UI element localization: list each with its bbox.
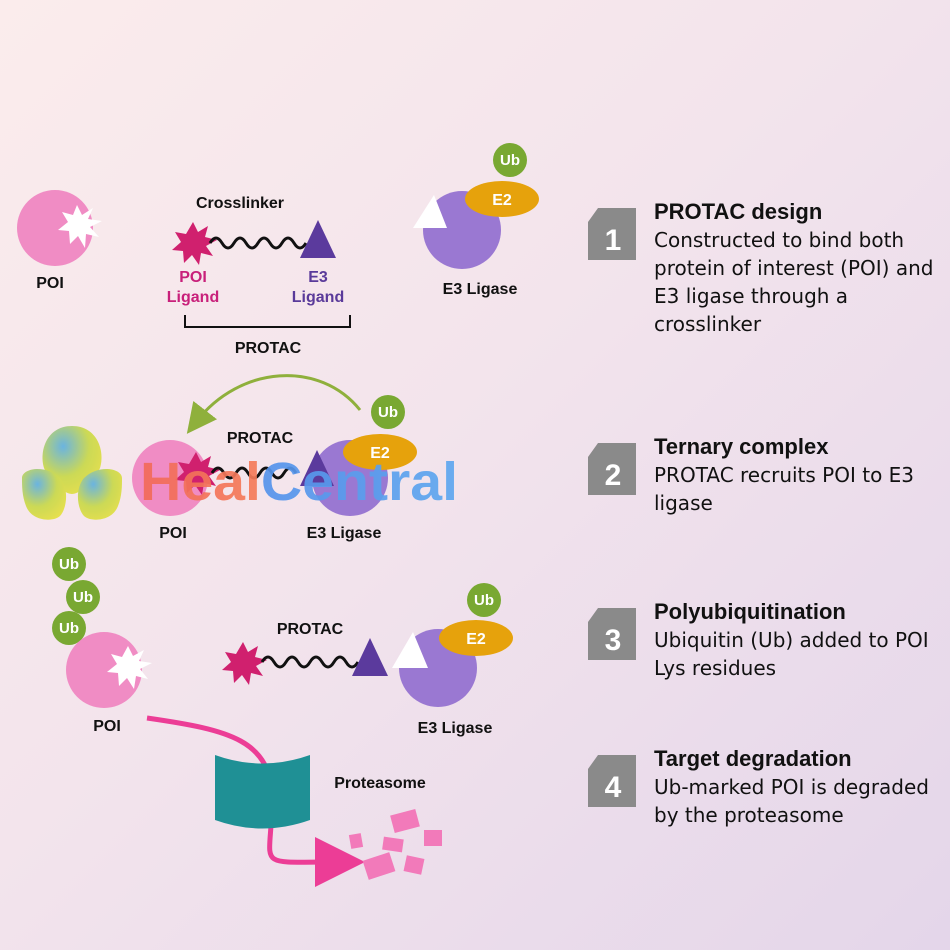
stage2: PROTAC E2 Ub POI E3 Ligase	[132, 374, 417, 542]
ub-label: Ub	[474, 592, 494, 609]
poi-ligand-label-line1: POI	[179, 269, 207, 286]
e2-enzyme	[439, 620, 513, 656]
step-text: Ternary complex PROTAC recruits POI to E…	[654, 433, 950, 517]
e3-ligase-binding-triangle	[413, 195, 447, 228]
e3-ligand-triangle	[300, 450, 334, 486]
proteasome-label: Proteasome	[334, 775, 426, 792]
step-number-icon: 1	[588, 208, 636, 260]
recruit-arrow	[186, 374, 362, 434]
step-number-icon: 2	[588, 443, 636, 495]
ub-chain-label: Ub	[59, 620, 79, 637]
e3-ligand-label-line1: E3	[308, 269, 328, 286]
protac-label: PROTAC	[235, 340, 302, 357]
ub-molecule	[467, 583, 501, 617]
peptide-fragment	[348, 833, 364, 849]
ub-chain-molecule	[52, 611, 86, 645]
poi-binding-site-star	[58, 205, 102, 248]
step-title: PROTAC design	[654, 199, 823, 224]
ub-molecule	[493, 143, 527, 177]
crosslinker-wave	[210, 466, 298, 480]
poi-protein	[17, 190, 93, 266]
e3-ligand-label-line2: Ligand	[292, 289, 344, 306]
poi-ligand-star	[172, 222, 217, 265]
svg-text:2: 2	[605, 459, 622, 492]
e3-ligand-triangle	[300, 220, 336, 258]
peptide-fragment	[424, 830, 442, 846]
svg-text:4: 4	[605, 771, 622, 804]
step-number-icon: 3	[588, 608, 636, 660]
ub-chain-label: Ub	[73, 589, 93, 606]
stage3: Ub Ub Ub POI PROTAC E2 Ub E3 Ligase Prot…	[52, 547, 513, 888]
protac-bracket	[184, 315, 351, 328]
peptide-fragment	[382, 836, 404, 853]
poi-binding-site-star	[107, 646, 152, 689]
protac-label: PROTAC	[227, 430, 294, 447]
proteasome	[215, 755, 310, 829]
e3-ligase-label: E3 Ligase	[418, 720, 493, 737]
step-description: PROTAC recruits POI to E3 ligase	[654, 463, 915, 515]
step-description: Ub-marked POI is degraded by the proteas…	[654, 775, 929, 827]
poi-label: POI	[159, 525, 187, 542]
e2-label: E2	[370, 445, 390, 462]
crosslinker-wave	[260, 655, 360, 669]
e2-label: E2	[466, 631, 486, 648]
crosslinker-label: Crosslinker	[196, 195, 284, 212]
step-description: Ubiquitin (Ub) added to POI Lys residues	[654, 628, 929, 680]
step-text: Polyubiquitination Ubiquitin (Ub) added …	[654, 598, 950, 682]
poi-label: POI	[93, 718, 121, 735]
peptide-fragment	[403, 855, 425, 875]
ub-chain-molecule	[52, 547, 86, 581]
degraded-fragments	[348, 808, 442, 880]
step-description: Constructed to bind both protein of inte…	[654, 228, 934, 336]
ub-molecule	[371, 395, 405, 429]
ub-label: Ub	[378, 404, 398, 421]
e2-enzyme	[343, 434, 417, 470]
poi-ligand-star	[222, 642, 267, 685]
ub-chain-molecule	[66, 580, 100, 614]
e3-ligand-triangle	[352, 638, 388, 676]
poi-protein	[132, 440, 208, 516]
e3-ligase-binding-triangle	[392, 632, 428, 668]
poi-protein	[66, 632, 142, 708]
watermark-logo-icon	[22, 426, 122, 520]
peptide-fragment	[362, 852, 396, 880]
step-title: Polyubiquitination	[654, 599, 846, 624]
step-number-icon: 4	[588, 755, 636, 807]
e3-ligase-label: E3 Ligase	[443, 281, 518, 298]
e2-label: E2	[492, 192, 512, 209]
step-text: PROTAC design Constructed to bind both p…	[654, 198, 950, 338]
step-text: Target degradation Ub-marked POI is degr…	[654, 745, 950, 829]
e2-enzyme	[465, 181, 539, 217]
step-title: Target degradation	[654, 746, 852, 771]
poi-label: POI	[36, 275, 64, 292]
ub-chain-label: Ub	[59, 556, 79, 573]
step-title: Ternary complex	[654, 434, 829, 459]
svg-text:1: 1	[605, 224, 622, 257]
peptide-fragment	[390, 808, 420, 834]
protac-label: PROTAC	[277, 621, 344, 638]
crosslinker-wave	[208, 236, 308, 250]
e3-ligase-label: E3 Ligase	[307, 525, 382, 542]
poi-ligand-star	[175, 452, 220, 495]
ub-label: Ub	[500, 152, 520, 169]
stage1: POI Crosslinker POI Ligand E3 Ligand PRO…	[17, 143, 539, 357]
svg-text:3: 3	[605, 624, 622, 657]
poi-ligand-label-line2: Ligand	[167, 289, 219, 306]
